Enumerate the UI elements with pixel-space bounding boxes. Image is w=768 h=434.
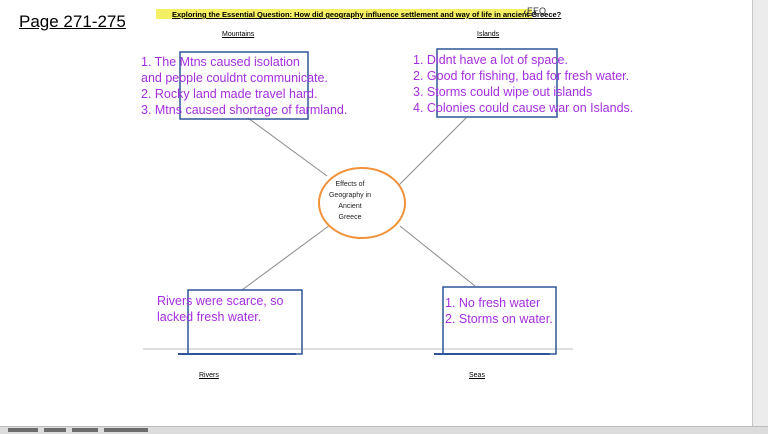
note-line: and people couldnt communicate. xyxy=(141,71,328,85)
connector-islands xyxy=(398,117,467,186)
eeq-label: EEQ xyxy=(527,6,547,16)
taskbar-item[interactable] xyxy=(8,428,38,432)
seas-notes: 1. No fresh water 2. Storms on water. xyxy=(445,295,553,327)
seas-label: Seas xyxy=(469,372,485,379)
note-line: 2. Rocky land made travel hard. xyxy=(141,87,318,101)
mountains-label: Mountains xyxy=(222,31,255,38)
essential-question-title: Exploring the Essential Question: How di… xyxy=(172,10,562,19)
taskbar-item[interactable] xyxy=(104,428,148,432)
connector-mountains xyxy=(247,117,328,177)
note-line: 3. Mtns caused shortage of farmland. xyxy=(141,103,348,117)
islands-label: Islands xyxy=(477,31,500,38)
note-line: Rivers were scarce, so xyxy=(157,294,284,308)
note-line: lacked fresh water. xyxy=(157,310,262,324)
islands-notes: 1. Didnt have a lot of space. 2. Good fo… xyxy=(413,52,633,116)
rivers-label: Rivers xyxy=(199,372,219,379)
mountains-notes: 1. The Mtns caused isolation and people … xyxy=(141,54,347,118)
mountains-box xyxy=(179,51,309,120)
note-line: 2. Storms on water. xyxy=(445,312,553,326)
eeq-swirl-mark xyxy=(524,9,536,16)
bottom-bar xyxy=(0,426,768,434)
title-highlight xyxy=(156,9,532,19)
note-line: 2. Good for fishing, bad for fresh water… xyxy=(413,69,630,83)
note-line: 1. The Mtns caused isolation xyxy=(141,55,300,69)
rivers-notes: Rivers were scarce, so lacked fresh wate… xyxy=(157,293,283,325)
center-oval xyxy=(318,167,406,239)
note-line: 1. No fresh water xyxy=(445,296,541,310)
scrollbar-right[interactable] xyxy=(752,0,768,433)
note-line: 1. Didnt have a lot of space. xyxy=(413,53,568,67)
center-label: Effects of Geography in Ancient Greece xyxy=(328,181,372,221)
note-line: 3. Storms could wipe out islands xyxy=(413,85,593,99)
taskbar-item[interactable] xyxy=(44,428,66,432)
connector-seas xyxy=(399,225,476,287)
connector-rivers xyxy=(241,224,331,291)
islands-box xyxy=(436,48,558,118)
taskbar-item[interactable] xyxy=(72,428,98,432)
note-line: 4. Colonies could cause war on Islands. xyxy=(413,101,634,115)
page-reference: Page 271-275 xyxy=(19,12,126,31)
